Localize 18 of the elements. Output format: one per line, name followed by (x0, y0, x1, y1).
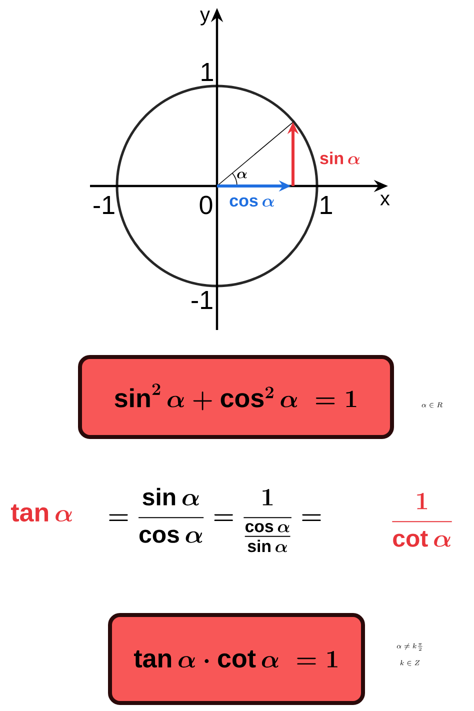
condition-note: $k \in Z$ (400, 660, 420, 666)
math-label: $\cos\alpha$ (230, 197, 274, 207)
formula-text: $\frac{1}{\cot\alpha}$ (392, 492, 452, 547)
condition-note: $\alpha \in R$ (422, 402, 442, 408)
formula-box: $\tan\alpha \cdot \cot\alpha \;= 1$ (108, 613, 365, 705)
math-label: $\sin\alpha$ (320, 152, 360, 164)
axis-label: 0 (200, 196, 212, 214)
condition-note: $\alpha \neq k\frac{\pi}{2}$ (396, 643, 422, 651)
formula-box: $\sin^{2}\alpha + \cos^{2}\alpha \;= 1$ (78, 355, 394, 439)
axis-label: x (380, 194, 390, 206)
formula-text: $= \frac{\sin\alpha}{\cos\alpha} = \frac{1}{\frac{\cos\alpha}{\sin\alpha}} =$ (109, 488, 321, 552)
axis-label: 1 (202, 63, 213, 81)
axis-label: -1 (192, 291, 212, 309)
math-label: $\alpha$ (237, 172, 247, 178)
math-label: $\tan\alpha$ (10, 504, 72, 522)
axis-label: 1 (320, 196, 332, 214)
axis-label: y (200, 10, 210, 26)
axis-label: -1 (94, 196, 114, 214)
